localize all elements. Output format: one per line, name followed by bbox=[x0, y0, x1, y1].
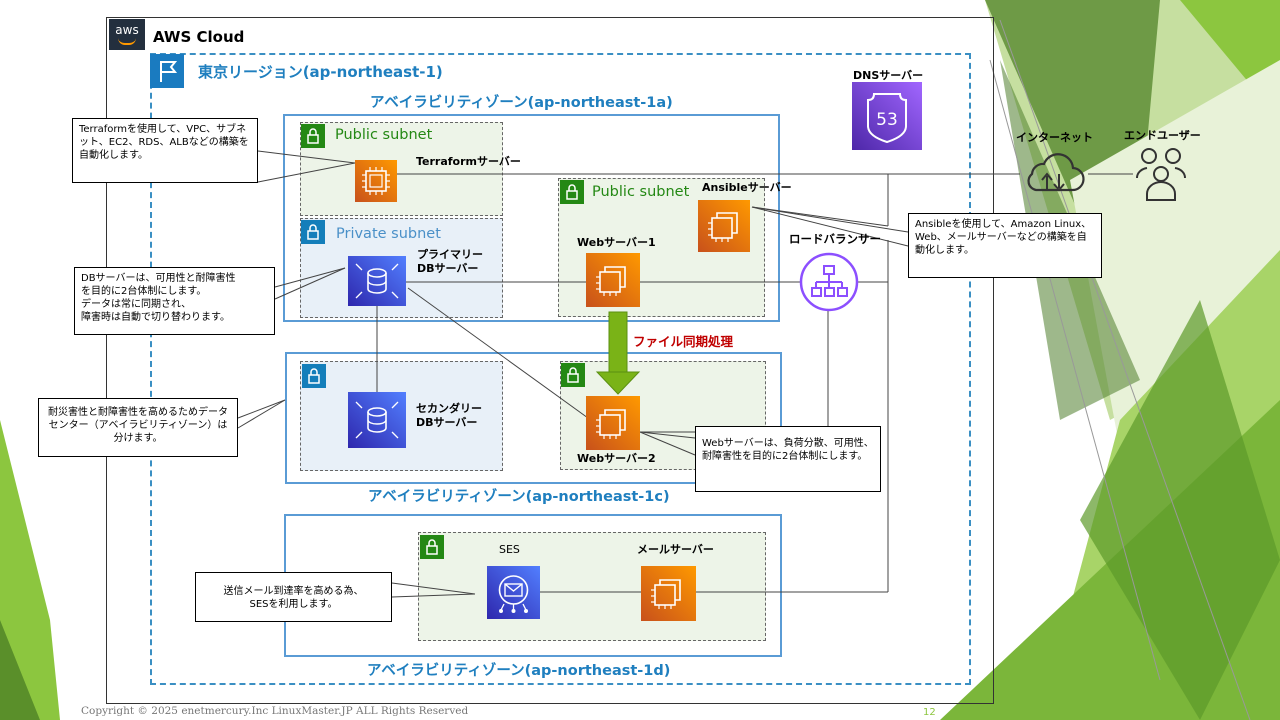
primary-db-label-2: DBサーバー bbox=[417, 262, 479, 275]
region-title: 東京リージョン(ap-northeast-1) bbox=[198, 63, 443, 81]
secondary-db-icon bbox=[348, 392, 406, 448]
web-server-1-icon bbox=[586, 253, 640, 307]
db-note-line-4: 障害時は自動で切り替わります。 bbox=[81, 312, 230, 323]
web-server-2-label: Webサーバー2 bbox=[577, 452, 656, 465]
subnet-label-private: Private subnet bbox=[336, 226, 441, 242]
load-balancer-icon bbox=[799, 252, 859, 312]
subnet-label-public-2: Public subnet bbox=[592, 184, 690, 200]
terraform-server-icon bbox=[355, 160, 397, 202]
terraform-note: Terraformを使用して、VPC、サブネット、EC2、RDS、ALBなどの構… bbox=[72, 118, 258, 183]
az-label-1d: アベイラビリティゾーン(ap-northeast-1d) bbox=[367, 663, 671, 679]
mail-server-label: メールサーバー bbox=[637, 543, 714, 556]
region-flag-icon bbox=[150, 54, 184, 88]
internet-label: インターネット bbox=[1016, 131, 1093, 144]
dns-server-label: DNSサーバー bbox=[853, 69, 924, 82]
lock-icon bbox=[561, 363, 585, 387]
aws-cloud-frame bbox=[106, 17, 994, 704]
terraform-server-label: Terraformサーバー bbox=[416, 155, 521, 168]
ansible-note: Ansibleを使用して、Amazon Linux、Web、メールサーバーなどの… bbox=[908, 213, 1102, 278]
db-note: DBサーバーは、可用性と耐障害性 を目的に2台体制にします。 データは常に同期さ… bbox=[74, 267, 275, 335]
sync-label: ファイル同期処理 bbox=[633, 334, 734, 349]
ses-mail-icon bbox=[487, 566, 540, 619]
lock-icon bbox=[301, 124, 325, 148]
secondary-db-label-1: セカンダリー bbox=[416, 402, 482, 415]
load-balancer-label: ロードバランサー bbox=[789, 232, 881, 246]
mail-server-icon bbox=[641, 566, 696, 621]
web-server-2-icon bbox=[586, 396, 640, 450]
users-icon bbox=[1132, 144, 1190, 202]
ses-label: SES bbox=[499, 543, 520, 556]
dr-note: 耐災害性と耐障害性を高めるためデータセンター（アベイラビリティゾーン）は分けます… bbox=[38, 398, 238, 457]
aws-logo: aws bbox=[109, 19, 145, 50]
svg-text:53: 53 bbox=[876, 110, 898, 130]
lock-icon bbox=[560, 180, 584, 204]
region-box bbox=[150, 53, 971, 685]
web-note: Webサーバーは、負荷分散、可用性、耐障害性を目的に2台体制にします。 bbox=[695, 426, 881, 492]
lock-icon bbox=[302, 364, 326, 388]
lock-icon bbox=[301, 220, 325, 244]
primary-db-label-1: プライマリー bbox=[417, 248, 483, 261]
ses-note-line-1: 送信メール到達率を高める為、 bbox=[223, 586, 364, 597]
aws-cloud-title: AWS Cloud bbox=[153, 28, 245, 46]
primary-db-icon bbox=[348, 256, 406, 306]
ansible-server-label: Ansibleサーバー bbox=[702, 181, 792, 194]
ansible-server-icon bbox=[698, 200, 750, 252]
db-note-line-2: を目的に2台体制にします。 bbox=[81, 286, 207, 297]
end-user-label: エンドユーザー bbox=[1124, 129, 1201, 142]
db-note-line-1: DBサーバーは、可用性と耐障害性 bbox=[81, 273, 236, 284]
ses-note: 送信メール到達率を高める為、 SESを利用します。 bbox=[195, 572, 392, 622]
public-subnet-mail bbox=[418, 532, 766, 641]
ses-note-line-2: SESを利用します。 bbox=[249, 599, 338, 610]
internet-cloud-icon bbox=[1020, 150, 1086, 196]
route53-icon: 53 bbox=[852, 82, 922, 150]
web-server-1-label: Webサーバー1 bbox=[577, 236, 656, 249]
secondary-db-label-2: DBサーバー bbox=[416, 416, 478, 429]
lock-icon bbox=[420, 535, 444, 559]
az-label-1c: アベイラビリティゾーン(ap-northeast-1c) bbox=[368, 489, 670, 505]
db-note-line-3: データは常に同期され、 bbox=[81, 299, 192, 310]
az-label-1a: アベイラビリティゾーン(ap-northeast-1a) bbox=[370, 95, 673, 111]
copyright: Copyright © 2025 enetmercury.Inc LinuxMa… bbox=[81, 705, 469, 717]
page-number: 12 bbox=[923, 707, 936, 718]
subnet-label-public-1: Public subnet bbox=[335, 127, 433, 143]
